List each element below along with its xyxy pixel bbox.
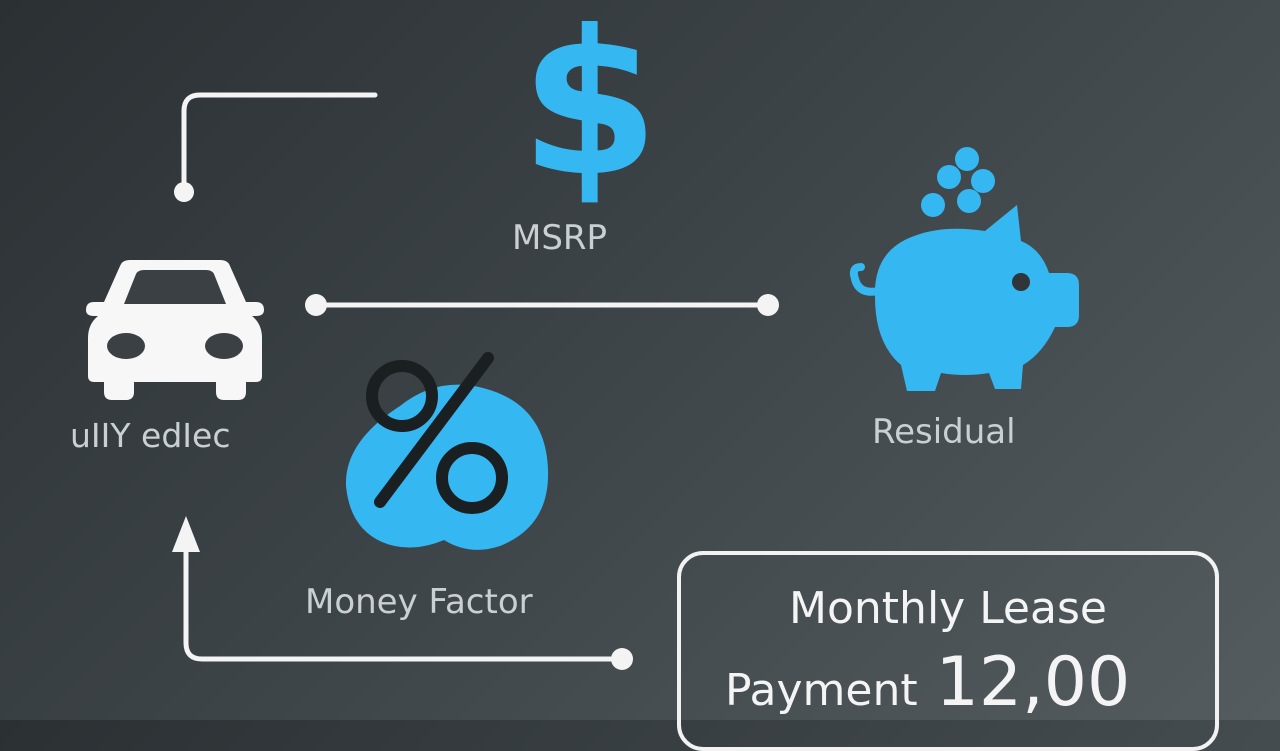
connector-middle-right-dot xyxy=(757,294,779,316)
arrowhead-up-icon xyxy=(172,516,200,552)
msrp-label: MSRP xyxy=(512,218,608,258)
piggy-bank-icon xyxy=(849,147,1079,391)
residual-label: Residual xyxy=(872,412,1016,452)
connector-layer xyxy=(172,92,779,670)
money-factor-label: Money Factor xyxy=(305,582,533,622)
payment-word: Payment xyxy=(725,665,918,716)
payment-line: Payment 12,00 xyxy=(725,643,1130,722)
dollar-sign-icon: $ xyxy=(520,0,660,221)
connector-bottom-arrow xyxy=(183,542,625,662)
payment-title: Monthly Lease xyxy=(789,583,1107,634)
percent-bubble-icon xyxy=(345,352,549,550)
payment-amount: 12,00 xyxy=(935,643,1131,722)
connector-top-dot xyxy=(174,182,194,202)
connector-top-elbow xyxy=(181,92,378,195)
monthly-payment-box: Monthly Lease Payment 12,00 xyxy=(677,551,1219,751)
connector-middle-left-dot xyxy=(305,294,327,316)
car-label: uIIY edIec xyxy=(70,416,231,455)
connector-bottom-dot xyxy=(611,648,633,670)
car-icon xyxy=(86,260,264,400)
